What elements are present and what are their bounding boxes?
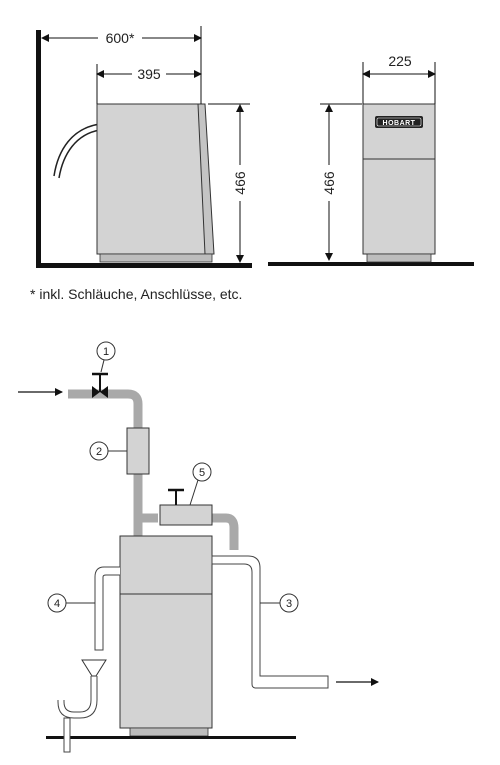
callout-3: 3	[260, 593, 299, 613]
svg-text:5: 5	[199, 467, 205, 479]
footnote: * inkl. Schläuche, Anschlüsse, etc.	[30, 286, 243, 302]
supply-pipe	[68, 389, 143, 536]
side-door	[197, 103, 215, 255]
brand-badge	[375, 116, 423, 128]
front-foot	[366, 253, 432, 263]
front-view: HOBART 225 466	[268, 53, 474, 266]
callout-4: 4	[47, 593, 95, 613]
dim-height-side: 466	[232, 171, 248, 195]
svg-text:1: 1	[103, 346, 109, 358]
dim-width-front: 225	[388, 53, 412, 69]
component-5	[159, 488, 213, 526]
svg-text:3: 3	[286, 598, 292, 610]
drain-trap	[57, 659, 107, 753]
side-view: 600* 395 466	[36, 26, 252, 268]
floor-bottom	[46, 736, 296, 739]
pipe-3	[211, 555, 329, 689]
side-foot	[99, 253, 213, 263]
main-unit	[119, 535, 213, 729]
valve-1	[92, 372, 108, 398]
pipe-4	[94, 566, 120, 651]
callout-2: 2	[89, 441, 127, 461]
connection-diagram: 1 2 3 4 5	[18, 341, 379, 753]
front-floor	[268, 262, 474, 266]
dim-height-front: 466	[321, 171, 337, 195]
dim-total-depth: 600*	[106, 30, 135, 46]
callout-5: 5	[189, 462, 212, 506]
side-floor	[36, 263, 252, 268]
brand-logo: HOBART	[383, 120, 416, 127]
side-wall	[36, 30, 41, 268]
svg-text:4: 4	[54, 598, 60, 610]
filter-2	[126, 427, 150, 475]
main-unit-foot	[129, 727, 209, 737]
dim-body-depth: 395	[137, 66, 161, 82]
callout-1: 1	[96, 341, 116, 373]
svg-text:2: 2	[96, 446, 102, 458]
side-hose	[53, 123, 101, 177]
front-unit-body	[362, 103, 436, 255]
side-unit-body	[96, 103, 206, 255]
